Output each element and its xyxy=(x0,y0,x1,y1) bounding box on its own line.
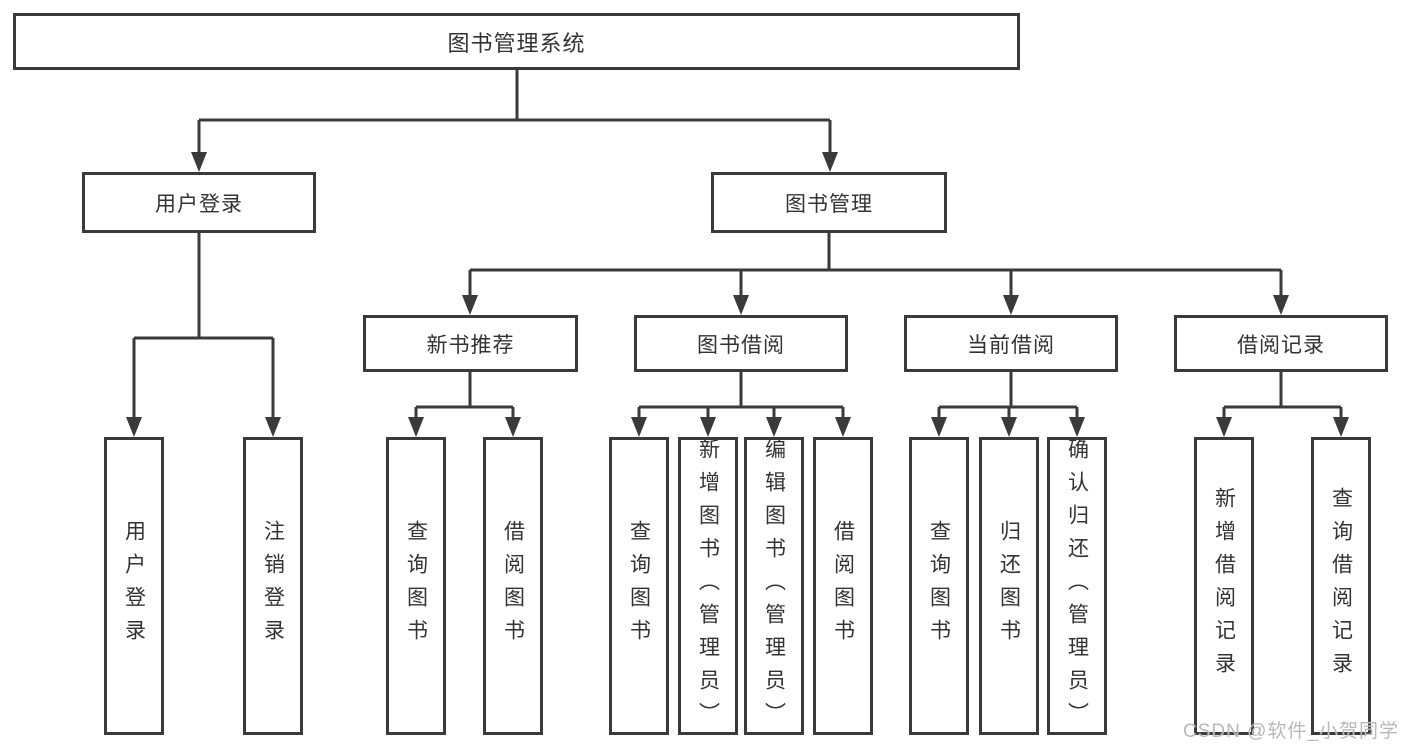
arrow-leaf xyxy=(265,417,281,437)
node-borrow-records-label: 借阅记录 xyxy=(1237,333,1325,357)
leaf-query-books-recommend-label: 查询图书 xyxy=(404,520,428,652)
node-book-management: 图书管理 xyxy=(711,172,947,233)
arrow-leaf xyxy=(700,417,716,437)
leaf-borrow-books-recommend-label: 借阅图书 xyxy=(501,520,525,652)
leaf-add-borrow-record-label: 新增借阅记录 xyxy=(1212,487,1236,685)
connector-userlogin-to-leaves xyxy=(132,233,275,419)
arrow-to-new-book xyxy=(462,295,478,315)
node-borrow-records: 借阅记录 xyxy=(1174,315,1388,372)
leaf-query-borrow-record-label: 查询借阅记录 xyxy=(1329,487,1353,685)
arrow-leaf xyxy=(766,417,782,437)
leaf-query-books-current-label: 查询图书 xyxy=(927,520,951,652)
arrow-leaf xyxy=(505,417,521,437)
node-book-borrow: 图书借阅 xyxy=(634,315,848,372)
connector-bookborrow-to-leaves xyxy=(637,372,845,419)
node-current-borrow-label: 当前借阅 xyxy=(967,333,1055,357)
node-book-management-label: 图书管理 xyxy=(785,192,873,216)
leaf-user-login: 用户登录 xyxy=(104,437,164,735)
leaf-borrow-books: 借阅图书 xyxy=(813,437,873,735)
arrow-to-book-borrow xyxy=(733,295,749,315)
arrow-leaf xyxy=(126,417,142,437)
connector-bookmgmt-to-level3 xyxy=(468,233,1283,297)
leaf-borrow-books-label: 借阅图书 xyxy=(831,520,855,652)
leaf-query-books-recommend: 查询图书 xyxy=(386,437,446,735)
leaf-borrow-books-recommend: 借阅图书 xyxy=(483,437,543,735)
leaf-add-borrow-record: 新增借阅记录 xyxy=(1194,437,1254,735)
connector-newbook-to-leaves xyxy=(414,372,515,419)
leaf-logout-label: 注销登录 xyxy=(261,520,285,652)
connector-borrowrecords-to-leaves xyxy=(1222,372,1343,419)
node-new-book-recommend: 新书推荐 xyxy=(363,315,578,372)
leaf-confirm-return-admin: 确认归还（管理员） xyxy=(1047,437,1107,735)
arrow-to-user-login xyxy=(191,152,207,172)
leaf-query-borrow-record: 查询借阅记录 xyxy=(1311,437,1371,735)
arrowheads xyxy=(126,152,1349,437)
arrow-leaf xyxy=(1333,417,1349,437)
node-new-book-recommend-label: 新书推荐 xyxy=(426,333,515,357)
node-book-borrow-label: 图书借阅 xyxy=(697,333,785,357)
arrow-to-borrow-records xyxy=(1273,295,1289,315)
leaf-confirm-return-admin-label: 确认归还（管理员） xyxy=(1065,437,1089,735)
node-root-label: 图书管理系统 xyxy=(447,30,586,56)
node-user-login-label: 用户登录 xyxy=(155,192,243,216)
leaf-return-books-label: 归还图书 xyxy=(997,520,1021,652)
node-root: 图书管理系统 xyxy=(13,13,1020,70)
arrow-leaf xyxy=(835,417,851,437)
leaf-return-books: 归还图书 xyxy=(979,437,1039,735)
connector-currentborrow-to-leaves xyxy=(937,372,1079,419)
arrow-leaf xyxy=(408,417,424,437)
arrow-leaf xyxy=(931,417,947,437)
arrow-to-book-mgmt xyxy=(822,152,838,172)
arrow-leaf xyxy=(631,417,647,437)
connector-root-to-level2 xyxy=(197,70,832,154)
leaf-query-books-borrow: 查询图书 xyxy=(609,437,669,735)
node-current-borrow: 当前借阅 xyxy=(904,315,1118,372)
arrow-leaf xyxy=(1001,417,1017,437)
leaf-edit-books-admin: 编辑图书（管理员） xyxy=(744,437,804,735)
leaf-add-books-admin: 新增图书（管理员） xyxy=(678,437,738,735)
arrow-leaf xyxy=(1069,417,1085,437)
arrow-to-current-borrow xyxy=(1003,295,1019,315)
leaf-user-login-label: 用户登录 xyxy=(122,520,146,652)
leaf-edit-books-admin-label: 编辑图书（管理员） xyxy=(762,437,786,735)
arrow-leaf xyxy=(1216,417,1232,437)
watermark: CSDN @软件_小贺同学 xyxy=(1183,721,1399,742)
leaf-add-books-admin-label: 新增图书（管理员） xyxy=(696,437,720,735)
leaf-logout: 注销登录 xyxy=(243,437,303,735)
node-user-login: 用户登录 xyxy=(82,172,316,233)
leaf-query-books-borrow-label: 查询图书 xyxy=(627,520,651,652)
leaf-query-books-current: 查询图书 xyxy=(909,437,969,735)
